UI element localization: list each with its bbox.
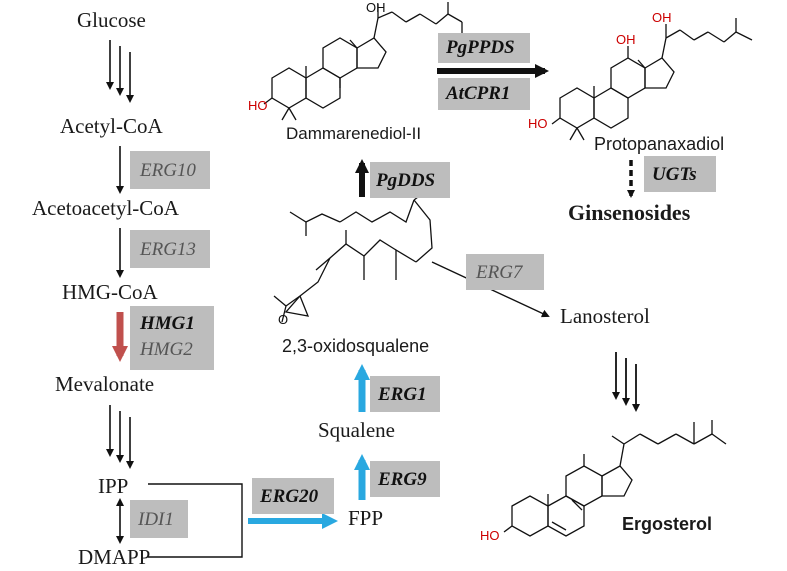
atcpr1-box [438, 78, 530, 110]
lanosterol-label: Lanosterol [560, 304, 650, 328]
pgppds-box [438, 33, 530, 63]
idi1-box [130, 500, 188, 538]
protopanaxadiol-structure [551, 18, 753, 141]
mevalonate-label: Mevalonate [55, 372, 155, 396]
hmg-coa-label: HMG-CoA [62, 280, 158, 304]
erg9-box [370, 461, 440, 497]
erg20-box [252, 478, 334, 514]
pgdds-box [370, 162, 450, 198]
hmg2-label: HMG2 [140, 339, 193, 360]
ginsenosides-label: Ginsenosides [568, 200, 691, 225]
erg7-label: ERG7 [476, 262, 523, 283]
protopanaxadiol-oh20-label: OH [652, 10, 672, 25]
erg20-label: ERG20 [260, 486, 319, 507]
ugts-box [644, 156, 716, 192]
hmg-box [130, 306, 214, 370]
erg13-box [130, 230, 210, 268]
idi1-label: IDI1 [138, 509, 174, 530]
erg13-label: ERG13 [140, 239, 196, 260]
acetyl-coa-label: Acetyl-CoA [60, 114, 163, 138]
acetoacetyl-coa-label: Acetoacetyl-CoA [32, 196, 179, 220]
oxidosqualene-o-label: O [278, 312, 288, 327]
ugts-label: UGTs [652, 164, 697, 185]
protopanaxadiol-ho-label: HO [528, 116, 548, 131]
hmg1-label: HMG1 [140, 313, 195, 334]
erg9-label: ERG9 [378, 469, 427, 490]
squalene-label: Squalene [318, 418, 395, 442]
dammarenediol-label: Dammarenediol-II [286, 124, 422, 143]
mevalonate-to-ipp-arrows [106, 405, 134, 469]
lanosterol-to-ergosterol-arrows [612, 352, 640, 412]
ergosterol-structure [503, 420, 727, 537]
glucose-label: Glucose [77, 8, 146, 32]
oxidosqualene-structure [273, 187, 433, 323]
dmapp-label: DMAPP [78, 545, 151, 569]
pgppds-label: PgPPDS [446, 37, 515, 58]
erg1-box [370, 376, 440, 412]
ergosterol-label: Ergosterol [622, 514, 713, 534]
erg7-box [466, 254, 544, 290]
dammarenediol-oh-label: OH [366, 0, 386, 15]
ipp-label: IPP [98, 474, 129, 498]
erg1-label: ERG1 [378, 384, 427, 405]
protopanaxadiol-oh12-label: OH [616, 32, 636, 47]
oxidosqualene-label: 2,3-oxidosqualene [282, 336, 430, 356]
pgdds-label: PgDDS [376, 170, 436, 191]
glucose-to-acetylcoa-arrows [106, 40, 134, 103]
dammarenediol-ho-label: HO [248, 98, 268, 113]
protopanaxadiol-label: Protopanaxadiol [594, 134, 725, 154]
ergosterol-ho-label: HO [480, 528, 500, 543]
atcpr1-label: AtCPR1 [446, 83, 511, 104]
fpp-label: FPP [348, 506, 384, 530]
erg10-box [130, 151, 210, 189]
dammarenediol-structure [263, 2, 463, 121]
ipp-dmapp-bracket [148, 483, 243, 558]
erg10-label: ERG10 [140, 160, 196, 181]
